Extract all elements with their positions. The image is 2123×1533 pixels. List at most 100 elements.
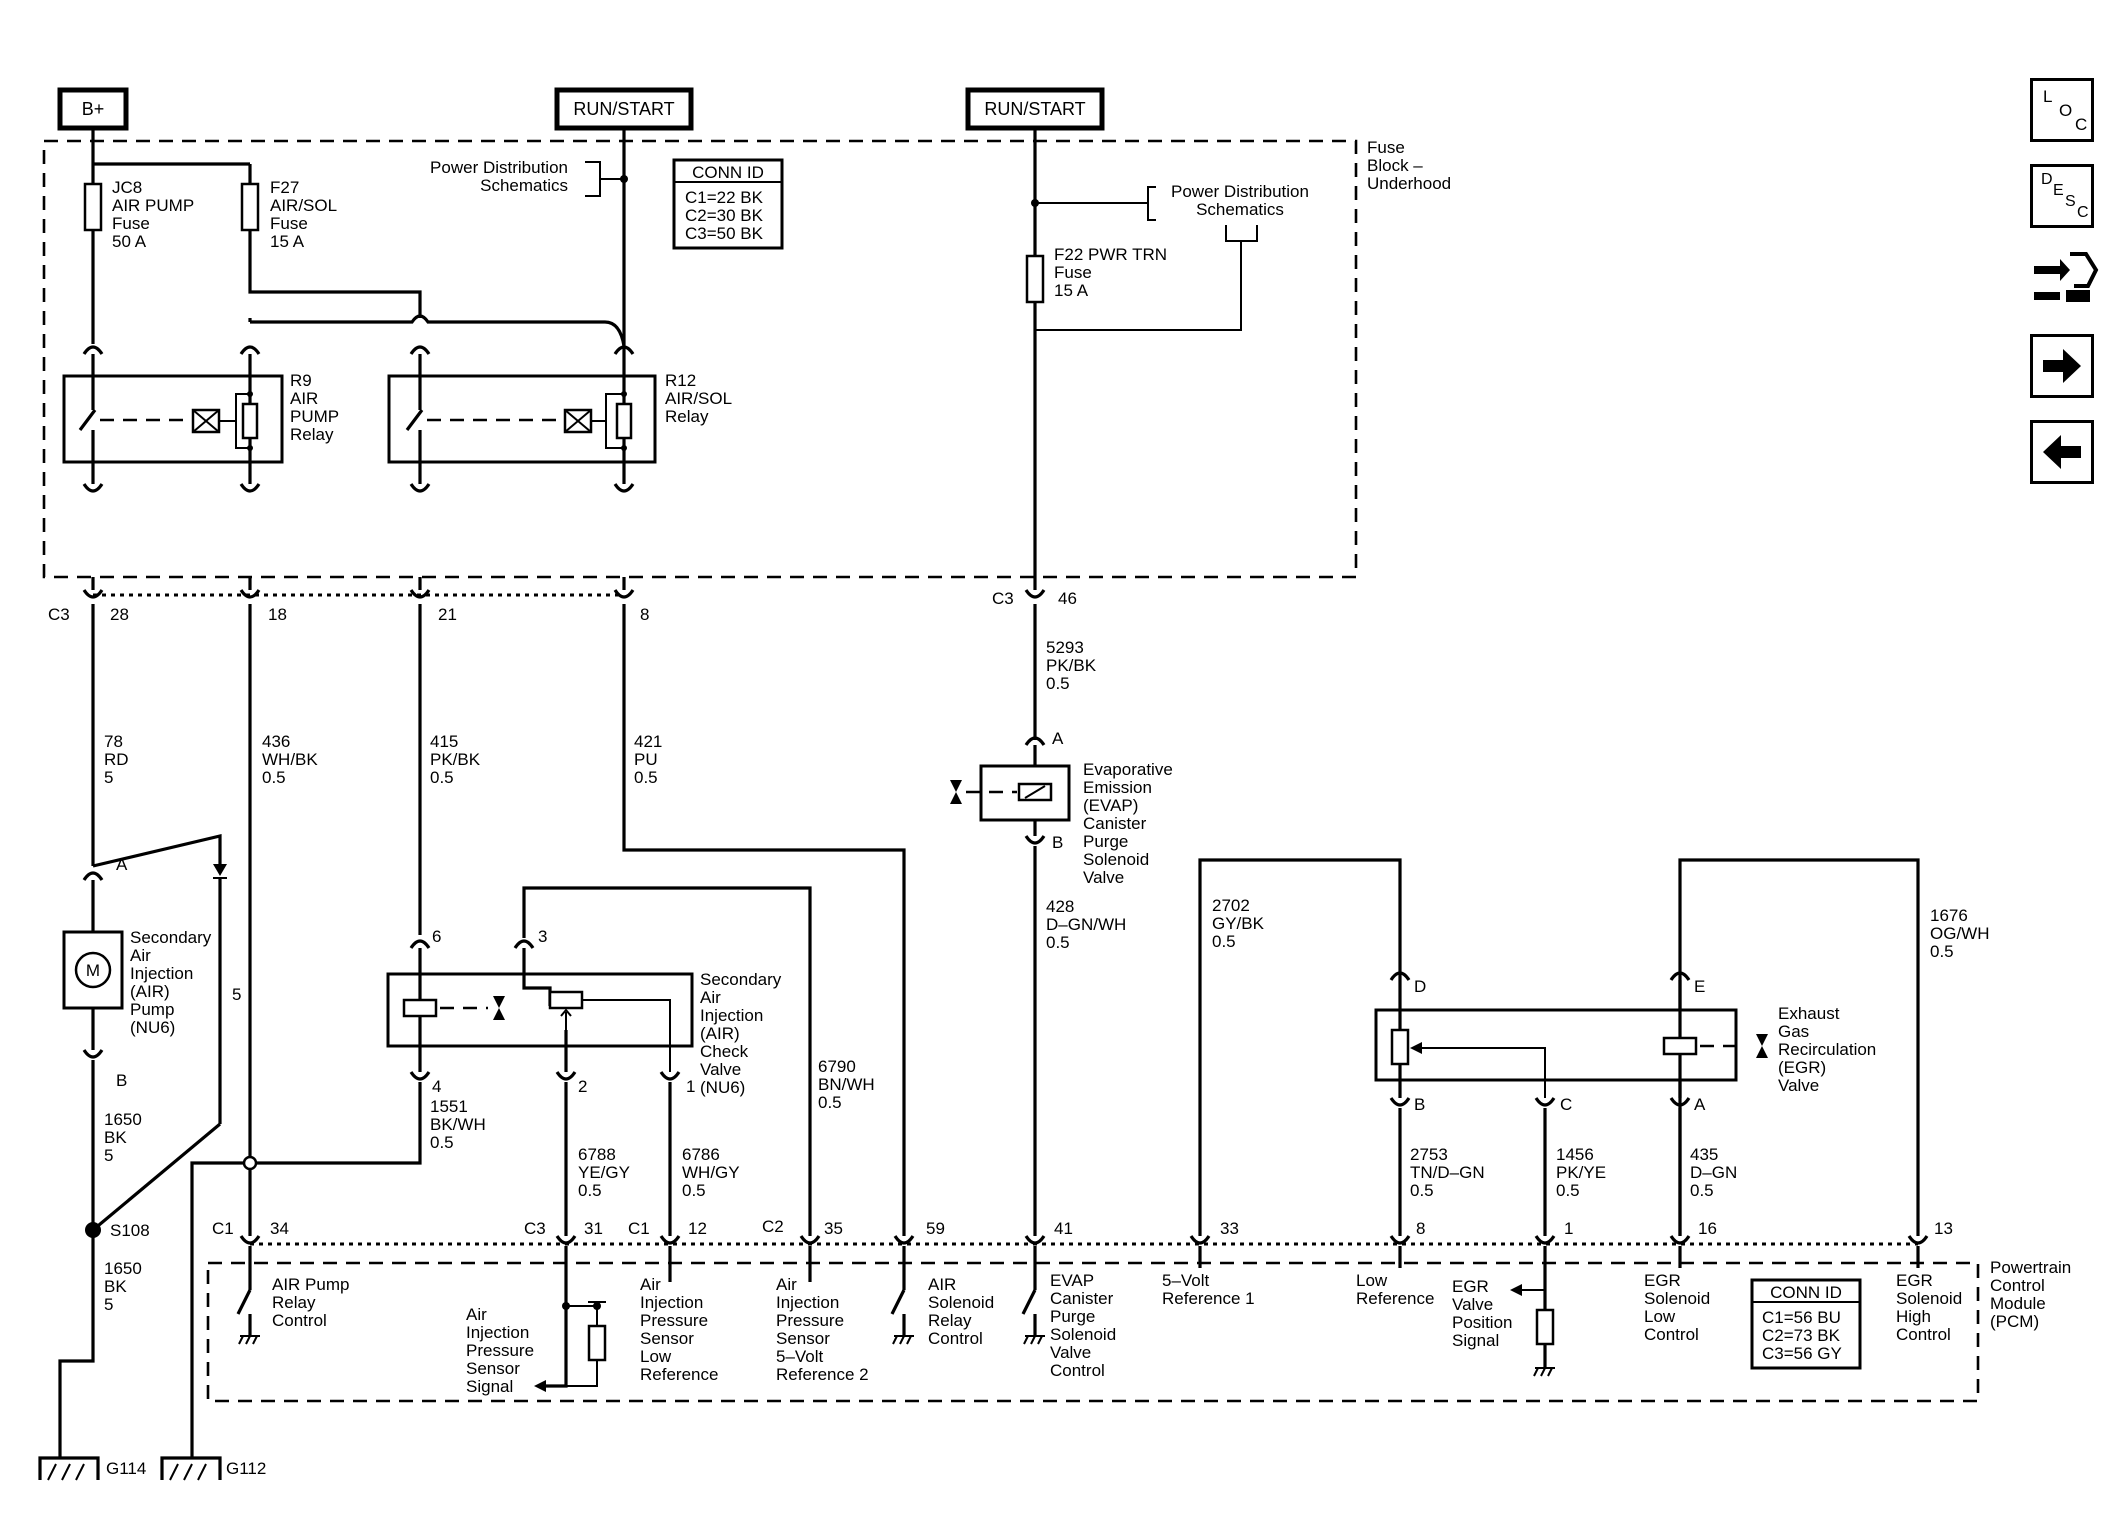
connector-icon bbox=[2034, 252, 2099, 302]
svg-text:Relay: Relay bbox=[272, 1293, 316, 1312]
desc-letter-c: C bbox=[2077, 204, 2089, 221]
svg-text:A: A bbox=[1052, 729, 1064, 748]
svg-text:435: 435 bbox=[1690, 1145, 1718, 1164]
svg-text:Valve: Valve bbox=[1452, 1295, 1493, 1314]
svg-text:1456: 1456 bbox=[1556, 1145, 1594, 1164]
svg-text:0.5: 0.5 bbox=[262, 768, 286, 787]
svg-text:46: 46 bbox=[1058, 589, 1077, 608]
svg-text:0.5: 0.5 bbox=[1212, 932, 1236, 951]
svg-text:(AIR): (AIR) bbox=[700, 1024, 740, 1043]
svg-text:428: 428 bbox=[1046, 897, 1074, 916]
svg-text:C3: C3 bbox=[48, 605, 70, 624]
pcm-five-volt-ref: 5–Volt Reference 1 bbox=[1162, 1246, 1255, 1308]
svg-text:D–GN: D–GN bbox=[1690, 1163, 1737, 1182]
svg-text:E: E bbox=[1694, 977, 1705, 996]
svg-text:2: 2 bbox=[578, 1077, 587, 1096]
svg-text:2753: 2753 bbox=[1410, 1145, 1448, 1164]
air-check-valve: 6 3 4 2 1 Secondary Air Injection (AIR) … bbox=[386, 886, 812, 1236]
svg-text:Solenoid: Solenoid bbox=[1644, 1289, 1710, 1308]
pcm-air-inj-5v: Air Injection Pressure Sensor 5–Volt Ref… bbox=[776, 1246, 869, 1384]
pcm-air-solenoid-control: AIR Solenoid Relay Control bbox=[890, 1246, 994, 1348]
svg-text:Power Distribution: Power Distribution bbox=[1171, 182, 1309, 201]
svg-text:AIR: AIR bbox=[928, 1275, 956, 1294]
svg-text:Schematics: Schematics bbox=[1196, 200, 1284, 219]
svg-text:Air: Air bbox=[466, 1305, 487, 1324]
svg-text:PK/YE: PK/YE bbox=[1556, 1163, 1606, 1182]
svg-text:G114: G114 bbox=[106, 1459, 146, 1478]
svg-text:Canister: Canister bbox=[1050, 1289, 1114, 1308]
svg-text:Pressure: Pressure bbox=[776, 1311, 844, 1330]
svg-text:Fuse: Fuse bbox=[270, 214, 308, 233]
jc8-fuse: JC8 AIR PUMP Fuse 50 A bbox=[83, 128, 194, 344]
loc-letter-c: C bbox=[2075, 115, 2088, 134]
svg-text:0.5: 0.5 bbox=[578, 1181, 602, 1200]
loc-button[interactable]: L O C bbox=[2030, 78, 2094, 142]
svg-text:PU: PU bbox=[634, 750, 658, 769]
pcm-low-ref: Low Reference bbox=[1356, 1246, 1434, 1308]
svg-text:Schematics: Schematics bbox=[480, 176, 568, 195]
svg-text:50 A: 50 A bbox=[112, 232, 147, 251]
svg-text:PUMP: PUMP bbox=[290, 407, 339, 426]
svg-text:TN/D–GN: TN/D–GN bbox=[1410, 1163, 1485, 1182]
wire-435: 435 D–GN 0.5 bbox=[1690, 1145, 1737, 1200]
svg-text:33: 33 bbox=[1220, 1219, 1239, 1238]
svg-text:5293: 5293 bbox=[1046, 638, 1084, 657]
svg-text:WH/GY: WH/GY bbox=[682, 1163, 740, 1182]
svg-text:RUN/START: RUN/START bbox=[984, 99, 1085, 119]
pcm-boundary bbox=[206, 1261, 1980, 1403]
svg-text:Low: Low bbox=[1644, 1307, 1676, 1326]
svg-text:Secondary: Secondary bbox=[130, 928, 212, 947]
wire-436: 436 WH/BK 0.5 bbox=[248, 604, 318, 1236]
svg-text:D–GN/WH: D–GN/WH bbox=[1046, 915, 1126, 934]
desc-letter-d: D bbox=[2041, 171, 2053, 188]
svg-text:Air: Air bbox=[640, 1275, 661, 1294]
svg-text:Solenoid: Solenoid bbox=[928, 1293, 994, 1312]
svg-text:BK/WH: BK/WH bbox=[430, 1115, 486, 1134]
svg-text:Control: Control bbox=[1050, 1361, 1105, 1380]
pcm-air-inj-low-ref: Air Injection Pressure Sensor Low Refere… bbox=[640, 1246, 718, 1384]
svg-text:EVAP: EVAP bbox=[1050, 1271, 1094, 1290]
svg-text:415: 415 bbox=[430, 732, 458, 751]
svg-text:C3=50 BK: C3=50 BK bbox=[685, 224, 764, 243]
r12-relay: R12 AIR/SOL Relay bbox=[387, 128, 732, 493]
svg-text:5: 5 bbox=[104, 768, 113, 787]
svg-text:C: C bbox=[1560, 1095, 1572, 1114]
egr-valve: D E B C A Exhaust Gas Recirculation (EGR… bbox=[1198, 858, 1920, 1236]
svg-text:2702: 2702 bbox=[1212, 896, 1250, 915]
svg-text:Control: Control bbox=[1896, 1325, 1951, 1344]
svg-text:Injection: Injection bbox=[130, 964, 193, 983]
wire-1650-a: 1650 BK 5 bbox=[104, 1110, 142, 1165]
svg-text:(NU6): (NU6) bbox=[700, 1078, 745, 1097]
svg-text:12: 12 bbox=[688, 1219, 707, 1238]
splice-s108: S108 bbox=[58, 1221, 150, 1458]
svg-text:R9: R9 bbox=[290, 371, 312, 390]
desc-button[interactable]: D E S C bbox=[2030, 164, 2094, 228]
svg-text:421: 421 bbox=[634, 732, 662, 751]
svg-text:EGR: EGR bbox=[1896, 1271, 1933, 1290]
svg-text:Sensor: Sensor bbox=[776, 1329, 830, 1348]
svg-text:Valve: Valve bbox=[1083, 868, 1124, 887]
svg-text:0.5: 0.5 bbox=[1556, 1181, 1580, 1200]
svg-text:0.5: 0.5 bbox=[1410, 1181, 1434, 1200]
back-button[interactable] bbox=[2030, 420, 2094, 484]
svg-text:(AIR): (AIR) bbox=[130, 982, 170, 1001]
svg-text:Injection: Injection bbox=[466, 1323, 529, 1342]
connector-view-button[interactable] bbox=[2030, 246, 2100, 310]
next-button[interactable] bbox=[2030, 334, 2094, 398]
svg-text:Pump: Pump bbox=[130, 1000, 174, 1019]
svg-text:Block –: Block – bbox=[1367, 156, 1423, 175]
svg-text:16: 16 bbox=[1698, 1219, 1717, 1238]
svg-text:0.5: 0.5 bbox=[634, 768, 658, 787]
svg-text:0.5: 0.5 bbox=[818, 1093, 842, 1112]
svg-text:Position: Position bbox=[1452, 1313, 1512, 1332]
svg-text:Signal: Signal bbox=[1452, 1331, 1499, 1350]
svg-text:Reference 1: Reference 1 bbox=[1162, 1289, 1255, 1308]
svg-text:Emission: Emission bbox=[1083, 778, 1152, 797]
svg-text:Relay: Relay bbox=[665, 407, 709, 426]
svg-text:Purge: Purge bbox=[1083, 832, 1128, 851]
svg-text:WH/BK: WH/BK bbox=[262, 750, 318, 769]
pcm-egr-high: EGR Solenoid High Control bbox=[1896, 1246, 1962, 1344]
svg-text:Recirculation: Recirculation bbox=[1778, 1040, 1876, 1059]
svg-text:Pressure: Pressure bbox=[640, 1311, 708, 1330]
